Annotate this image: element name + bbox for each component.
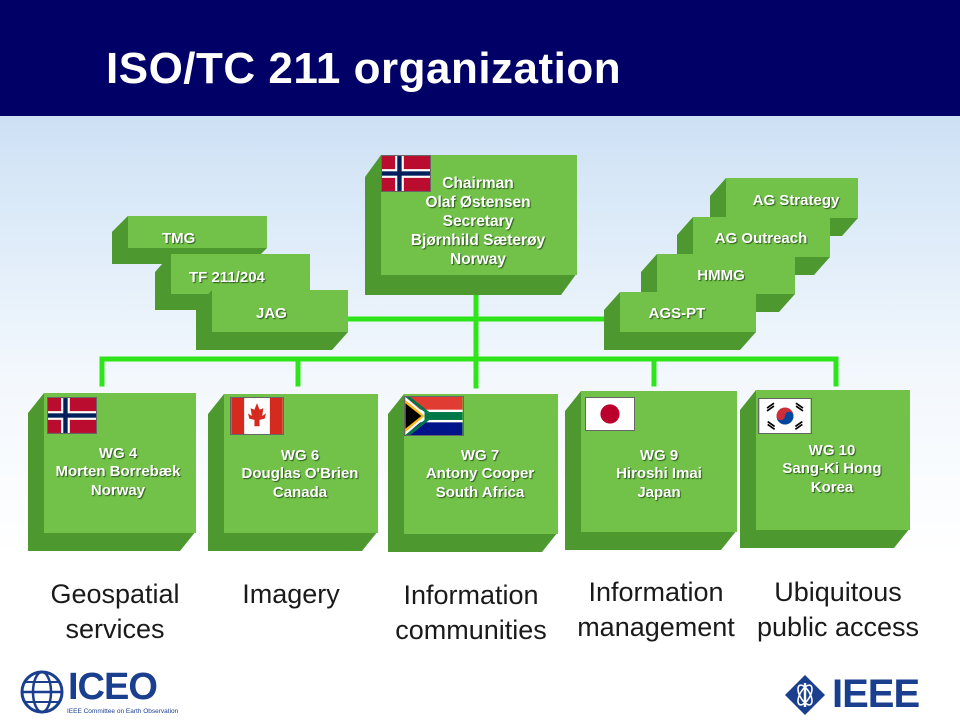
wg4-number: WG 4 — [98, 445, 138, 462]
ag-outreach-label: AG Outreach — [714, 230, 808, 247]
ieee-logo: IEEE — [784, 672, 944, 718]
wg6-domain: Imagery — [242, 579, 340, 609]
wg9-convenor: Hiroshi Imai — [616, 465, 702, 483]
chair-name: Olaf Østensen — [425, 193, 531, 211]
wg9-box: WG 9 Hiroshi Imai Japan — [565, 391, 737, 550]
wg10-domain: Ubiquitous public access — [756, 577, 920, 642]
tf-label: TF 211/204 — [189, 269, 265, 286]
hmmg-label: HMMG — [697, 267, 745, 284]
wg10-country: Korea — [810, 478, 854, 496]
chair-title: Chairman — [442, 175, 514, 192]
wg4-domain: Geospatial services — [50, 579, 180, 644]
wg9-number: WG 9 — [639, 447, 679, 464]
ags-pt-box: AGS-PT — [604, 292, 756, 350]
japan-flag — [585, 397, 635, 431]
wg6-convenor: Douglas O'Brien — [241, 465, 359, 483]
jag-label: JAG — [256, 305, 287, 322]
wg9-text: WG 9 Hiroshi Imai Japan — [579, 447, 739, 502]
iceo-subtitle: IEEE Committee on Earth Observation — [67, 708, 179, 715]
tmg-label: TMG — [162, 230, 196, 247]
norway-flag — [47, 397, 97, 434]
norway-flag — [381, 155, 431, 192]
jag-box: JAG — [196, 290, 348, 350]
globe-icon — [20, 670, 64, 714]
wg10-number: WG 10 — [808, 442, 856, 459]
ieee-diamond-icon — [785, 675, 825, 715]
wg9-domain: Information management — [577, 577, 735, 642]
wg6-number: WG 6 — [280, 447, 320, 464]
wg9-country: Japan — [637, 483, 681, 501]
wg4-box: WG 4 Morten Borrebæk Norway — [28, 393, 196, 551]
wg6-box: WG 6 Douglas O'Brien Canada — [208, 394, 378, 551]
canada-flag — [230, 397, 284, 435]
iceo-name: ICEO — [68, 666, 158, 708]
wg7-convenor: Antony Cooper — [425, 465, 535, 483]
wg4-convenor: Morten Borrebæk — [55, 463, 181, 481]
chair-text: Chairman Olaf Østensen Secretary Bjørnhi… — [393, 175, 563, 270]
chair-box: Chairman Olaf Østensen Secretary Bjørnhi… — [365, 155, 577, 295]
ieee-name: IEEE — [832, 672, 920, 716]
header-bar: ISO/TC 211 organization — [0, 0, 960, 116]
tmg-box: TMG — [112, 216, 267, 264]
ags-pt-label: AGS-PT — [648, 305, 706, 322]
wg10-box: WG 10 Sang-Ki Hong Korea — [740, 390, 910, 548]
ag-strategy-label: AG Strategy — [752, 192, 840, 209]
wg7-number: WG 7 — [460, 447, 500, 464]
wg6-text: WG 6 Douglas O'Brien Canada — [220, 447, 380, 502]
wg4-country: Norway — [90, 481, 146, 499]
wg7-country: South Africa — [435, 483, 525, 501]
wg6-country: Canada — [272, 483, 328, 501]
wg10-text: WG 10 Sang-Ki Hong Korea — [752, 442, 912, 497]
south-africa-flag — [404, 396, 464, 436]
wg4-text: WG 4 Morten Borrebæk Norway — [38, 445, 198, 500]
iceo-logo: ICEO IEEE Committee on Earth Observation — [18, 666, 178, 718]
chair-country: Norway — [450, 250, 506, 268]
korea-flag — [758, 398, 812, 434]
wg10-convenor: Sang-Ki Hong — [782, 460, 882, 478]
wg7-box: WG 7 Antony Cooper South Africa — [388, 394, 558, 552]
wg7-text: WG 7 Antony Cooper South Africa — [400, 447, 560, 502]
wg7-domain: Information communities — [395, 580, 547, 645]
secretary-title: Secretary — [442, 212, 514, 230]
page-title: ISO/TC 211 organization — [106, 44, 622, 93]
secretary-name: Bjørnhild Sæterøy — [410, 231, 546, 249]
